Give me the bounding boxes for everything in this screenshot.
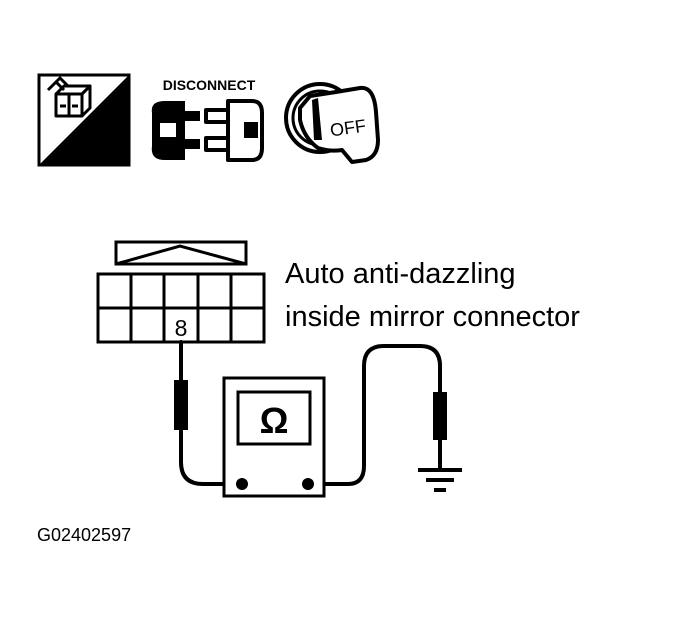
pin-8-label: 8 xyxy=(175,315,188,341)
connector-caption-line1: Auto anti-dazzling xyxy=(285,258,516,290)
ground-symbol xyxy=(418,468,462,492)
test-stand-icon: T.S. xyxy=(37,73,131,167)
connector-disconnect-icon: DISCONNECT xyxy=(151,77,264,162)
ignition-key-off-icon: OFF xyxy=(284,82,380,164)
ts-label: T.S. xyxy=(81,139,121,165)
mirror-connector xyxy=(96,240,266,344)
right-test-lead xyxy=(306,344,447,486)
left-test-lead xyxy=(174,340,244,486)
ignition-off-label: OFF xyxy=(329,116,367,141)
disconnect-label: DISCONNECT xyxy=(163,77,256,93)
figure-id: G02402597 xyxy=(37,525,131,545)
connector-caption-line2: inside mirror connector xyxy=(285,301,580,333)
ohm-symbol: Ω xyxy=(260,400,289,441)
ohmmeter xyxy=(222,376,326,498)
